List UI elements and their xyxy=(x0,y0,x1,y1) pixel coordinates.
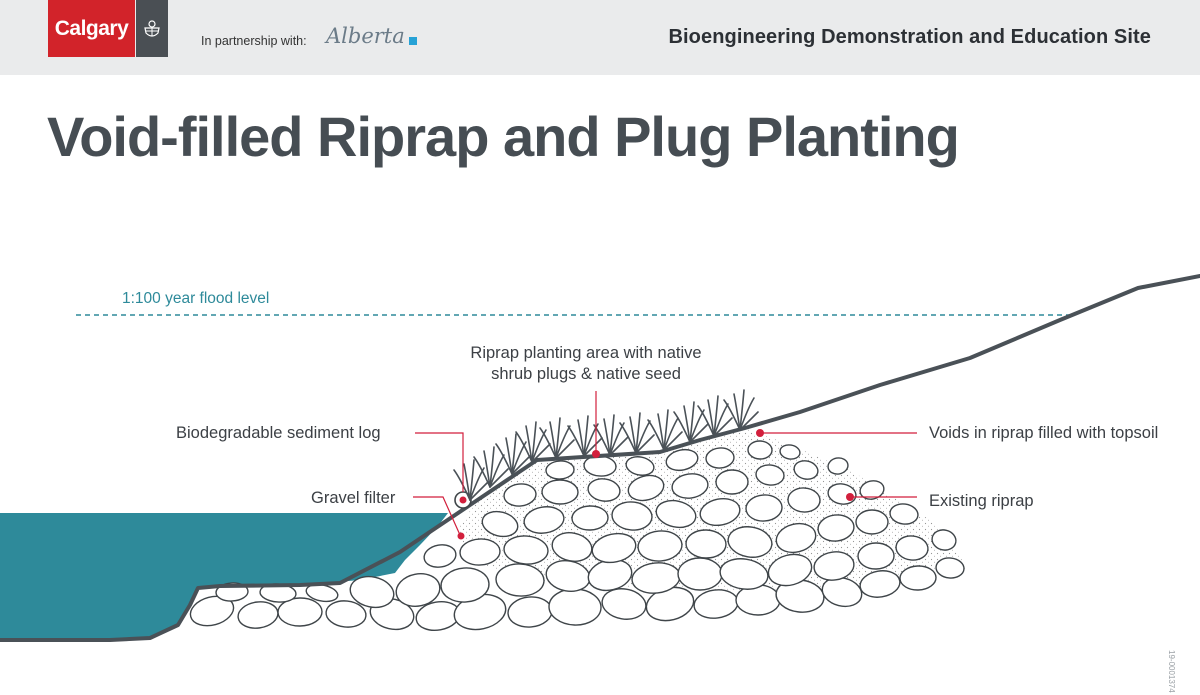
riprap-rock xyxy=(699,497,741,527)
riprap-rock xyxy=(685,529,727,559)
riprap-rock xyxy=(507,596,553,628)
riprap-rock xyxy=(349,575,395,609)
coat-of-arms-icon xyxy=(136,0,168,57)
alberta-logo-mark xyxy=(409,37,417,45)
riprap-rock xyxy=(715,469,749,495)
riprap-rock xyxy=(793,460,819,480)
shrub-plug xyxy=(673,401,709,443)
planting-area-label-line2: shrub plugs & native seed xyxy=(491,365,681,383)
shrub-plug xyxy=(619,412,655,454)
callout-gravel-line xyxy=(413,496,461,536)
riprap-rock xyxy=(277,597,323,627)
riprap-rock xyxy=(821,576,863,608)
shrub-plug xyxy=(453,459,489,501)
riprap-rock xyxy=(655,499,697,529)
callout-lines xyxy=(413,391,917,536)
riprap-rock xyxy=(895,535,929,561)
riprap-rock xyxy=(813,551,855,581)
riprap-rock xyxy=(237,601,279,629)
riprap-rock xyxy=(541,479,579,505)
callout-planting-dot xyxy=(592,450,600,458)
shrub-plug xyxy=(567,415,603,457)
riprap-rock xyxy=(671,473,709,499)
partnership-text: In partnership with: xyxy=(201,34,307,48)
callout-dots xyxy=(457,429,854,540)
riprap-rock xyxy=(627,474,665,502)
riprap-rock xyxy=(787,487,821,513)
riprap-rock xyxy=(857,542,895,570)
riprap-rock xyxy=(745,494,783,522)
riprap-rock xyxy=(440,567,490,603)
riprap-rock xyxy=(899,565,937,591)
riprap-rock xyxy=(587,478,621,502)
riprap-rock xyxy=(775,522,817,554)
page-title: Void-filled Riprap and Plug Planting xyxy=(47,105,960,168)
riprap-rocks xyxy=(189,440,965,632)
header-bar: Calgary In partnership with: Alberta Bio… xyxy=(0,0,1200,75)
callout-gravel-dot xyxy=(457,532,465,540)
riprap-rock xyxy=(665,448,699,472)
shrub-plug xyxy=(723,389,759,431)
planting-area-label: Riprap planting area with native shrub p… xyxy=(460,343,712,385)
voids-topsoil-label: Voids in riprap filled with topsoil xyxy=(929,424,1159,442)
site-name: Bioengineering Demonstration and Educati… xyxy=(668,26,1151,48)
riprap-rock xyxy=(889,503,919,525)
riprap-rock xyxy=(503,483,537,507)
riprap-rock xyxy=(855,509,889,535)
riprap-rock xyxy=(719,558,769,590)
riprap-rock xyxy=(767,553,813,587)
riprap-rock xyxy=(727,526,773,558)
calgary-logo[interactable]: Calgary xyxy=(48,0,135,57)
riprap-rock xyxy=(779,444,801,460)
riprap-rock xyxy=(935,557,965,579)
shrub-plug xyxy=(647,409,683,451)
riprap-rock xyxy=(625,456,655,476)
riprap-rock xyxy=(931,529,957,551)
shrub-plug xyxy=(593,414,629,456)
callout-existing-dot xyxy=(846,493,854,501)
riprap-rock xyxy=(189,595,235,627)
gravel-filter-label: Gravel filter xyxy=(311,489,396,507)
riprap-rock xyxy=(817,514,855,542)
planting-area-label-line1: Riprap planting area with native xyxy=(470,344,702,362)
riprap-rock xyxy=(693,589,739,619)
existing-riprap-label: Existing riprap xyxy=(929,492,1034,510)
alberta-logo[interactable]: Alberta xyxy=(326,24,405,48)
riprap-rock xyxy=(481,510,519,538)
callout-sediment-line xyxy=(415,432,464,492)
shrub-plug xyxy=(539,417,575,459)
sediment-log-label: Biodegradable sediment log xyxy=(176,424,381,442)
riprap-rock xyxy=(677,557,723,591)
riprap-rock xyxy=(523,506,565,534)
riprap-rock xyxy=(747,440,773,460)
callout-sediment-dot xyxy=(459,496,467,504)
riprap-rock xyxy=(571,505,609,531)
riprap-rock xyxy=(705,447,735,469)
document-id: 19-0001374 xyxy=(1167,650,1176,693)
callout-voids-dot xyxy=(756,429,764,437)
riprap-rock xyxy=(423,544,457,568)
riprap-rock xyxy=(548,588,602,626)
shrub-plugs xyxy=(453,389,759,501)
shrub-plug xyxy=(515,421,551,463)
riprap-rock xyxy=(859,480,885,500)
riprap-rock xyxy=(503,535,549,565)
riprap-rock xyxy=(755,464,785,486)
riprap-rock xyxy=(459,538,501,566)
riprap-rock xyxy=(545,460,575,480)
river-water xyxy=(0,513,448,640)
riprap-rock xyxy=(637,530,683,562)
riprap-rock xyxy=(611,501,653,531)
riprap-rock xyxy=(395,573,441,607)
calgary-logo-text: Calgary xyxy=(54,16,129,40)
riprap-rock xyxy=(591,532,637,564)
flood-level-label: 1:100 year flood level xyxy=(122,290,270,307)
riprap-rock xyxy=(827,457,849,475)
riprap-rock xyxy=(325,600,367,628)
